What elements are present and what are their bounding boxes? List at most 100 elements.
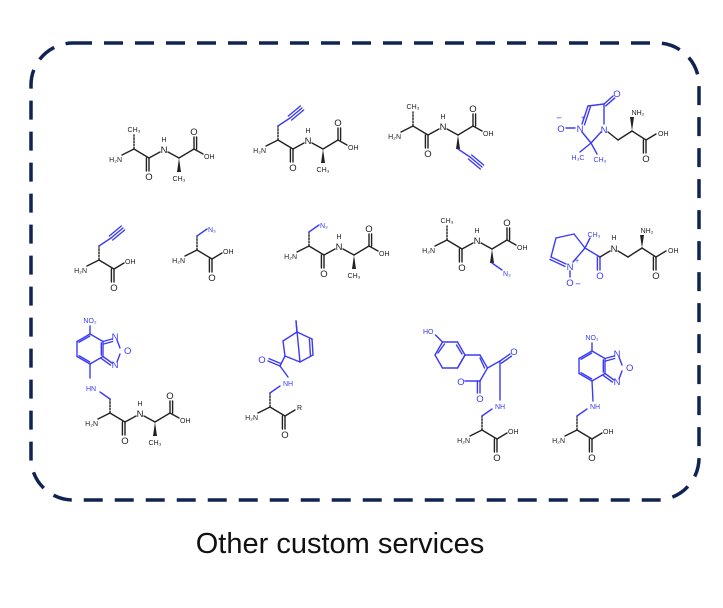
- atom-label-methyl: CH₃: [317, 167, 330, 174]
- bond: [456, 341, 466, 356]
- atom-label-minus: −: [556, 113, 562, 124]
- atom-label-nh: NH: [590, 404, 600, 411]
- bond: [279, 365, 289, 378]
- atom-label-hydroxyl-left: HO: [423, 329, 434, 336]
- bond: [602, 374, 614, 383]
- molecule-grid: OOH₂NNHOHCH₃CH₃OOH₂NNHOHCH₃OOH₂NNHOHCH₃O…: [74, 89, 678, 464]
- atom-label-hydroxyl: OH: [180, 418, 191, 425]
- bond: [284, 409, 296, 417]
- atom-label-oxygen: O: [626, 363, 633, 374]
- atom-label-amine: H₂N: [172, 258, 185, 265]
- bond: [109, 412, 126, 423]
- bond: [308, 245, 325, 256]
- atom-label-oxygen: O: [124, 346, 131, 357]
- atom-label-hydrogen: H: [305, 128, 310, 135]
- bond: [76, 355, 91, 365]
- atom-label-oxygen: O: [320, 269, 327, 280]
- atom-label-oxygen: O: [334, 118, 341, 129]
- bond: [113, 262, 125, 270]
- bond: [437, 343, 446, 354]
- bond: [491, 239, 508, 250]
- bond: [311, 142, 324, 150]
- atom-label-hydroxyl: OH: [204, 154, 215, 161]
- bond: [550, 237, 557, 258]
- bond: [277, 139, 294, 150]
- bond: [121, 148, 135, 156]
- atom-label-oxygen: O: [510, 347, 517, 358]
- bond: [604, 355, 615, 360]
- bond: [555, 233, 575, 239]
- atom-label-nitrogen: N: [305, 136, 312, 147]
- atom-label-hydrogen: H: [161, 137, 166, 144]
- bond: [268, 357, 282, 365]
- atom-label-hydrogen: H: [611, 235, 616, 242]
- bond: [169, 412, 180, 419]
- wedge-bond: [456, 135, 460, 149]
- bond: [295, 320, 301, 363]
- atom-label-oxygen: O: [596, 271, 603, 282]
- atom-label-oxygen: O: [365, 224, 372, 235]
- atom-label-oxygen: O: [145, 172, 152, 183]
- bond: [479, 367, 489, 382]
- bond: [116, 353, 121, 363]
- bond: [486, 360, 501, 369]
- bond: [631, 130, 647, 141]
- atom-label-oxygen: O: [476, 394, 483, 405]
- atom-label-amine: H₂N: [253, 148, 266, 155]
- wedge-bond: [630, 117, 634, 131]
- atom-label-azide: N₃: [320, 223, 328, 230]
- atom-label-nitrogen: N: [112, 360, 119, 371]
- atom-label-amine: H₂N: [245, 415, 258, 422]
- bond: [277, 117, 291, 127]
- atom-label-amine: H₂N: [552, 438, 565, 445]
- bond: [591, 432, 603, 440]
- atom-label-oxygen: O: [557, 124, 564, 135]
- atom-label-oxygen: O: [652, 271, 659, 282]
- bond: [603, 95, 614, 105]
- atom-label-oxygen: O: [190, 127, 197, 138]
- bond: [167, 151, 180, 159]
- bond: [446, 128, 459, 136]
- bond: [98, 237, 112, 247]
- atom-label-oxygen: O: [258, 355, 265, 366]
- bond: [102, 338, 113, 343]
- atom-label-oxygen: O: [642, 154, 649, 165]
- bond: [480, 242, 493, 250]
- bond: [102, 340, 114, 345]
- bond: [143, 415, 156, 423]
- bond: [76, 333, 91, 343]
- bond: [102, 355, 113, 364]
- bond: [299, 354, 314, 363]
- atom-label-nitrogen: N: [336, 242, 343, 253]
- atom-label-amine: H₂N: [388, 134, 401, 141]
- bond: [499, 353, 511, 362]
- atom-label-hydrogen: H: [137, 401, 142, 408]
- bond: [400, 125, 414, 133]
- bond: [116, 339, 121, 349]
- atom-label-nitrogen: N: [601, 125, 608, 136]
- bond: [572, 247, 586, 263]
- bond: [578, 350, 593, 360]
- bond: [599, 250, 611, 258]
- bond: [290, 109, 305, 121]
- bond: [434, 334, 444, 343]
- bond: [604, 372, 615, 381]
- atom-label-nitrogen: N: [112, 332, 119, 343]
- bond: [196, 228, 208, 237]
- bond: [457, 125, 474, 136]
- atom-label-hydroxyl: OH: [508, 429, 519, 436]
- atom-label-amine: H₂N: [85, 421, 98, 428]
- bond: [427, 128, 440, 136]
- bond: [481, 429, 498, 440]
- bond: [506, 239, 517, 246]
- bond: [470, 154, 485, 166]
- atom-label-nh: NH: [283, 381, 293, 388]
- bond: [655, 250, 667, 258]
